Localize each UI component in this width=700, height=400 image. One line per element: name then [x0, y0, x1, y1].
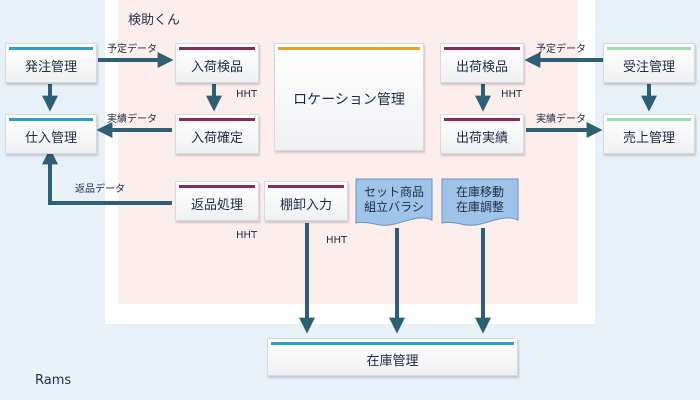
label-jisseki-data-left: 実績データ [107, 114, 157, 125]
node-nyuka-kakutei: 入荷確定 [175, 114, 259, 154]
document-shape-icon [441, 178, 519, 226]
label-hht-tanaoroshi: HHT [326, 235, 348, 246]
node-location-kanri: ロケーション管理 [274, 43, 424, 151]
node-uriage-kanri: 売上管理 [603, 114, 695, 154]
node-shiire-kanri: 仕入管理 [5, 114, 97, 154]
label-jisseki-data-right: 実績データ [536, 114, 586, 125]
node-henpin-shori: 返品処理 [175, 181, 259, 221]
label-yotei-data-left: 予定データ [107, 44, 157, 55]
label-yotei-data-right: 予定データ [536, 44, 586, 55]
kenjo-kun-label: 検助くん [128, 13, 181, 28]
node-shukka-kenpin: 出荷検品 [440, 43, 524, 83]
label-hht-shukka: HHT [501, 89, 523, 100]
node-shukka-jisseki: 出荷実績 [440, 114, 524, 154]
label-hht-henpin: HHT [236, 230, 258, 241]
rams-label: Rams [35, 373, 72, 388]
node-juchu-kanri: 受注管理 [603, 43, 695, 83]
arrow-henpin-to-shiire [42, 148, 172, 205]
document-shape-icon [355, 178, 433, 226]
label-henpin-data: 返品データ [75, 184, 125, 195]
doc-set-kumitate: セット商品組立バラシ [355, 178, 433, 228]
node-zaiko-kanri: 在庫管理 [267, 338, 518, 376]
node-nyuka-kenpin: 入荷検品 [175, 43, 259, 83]
node-hacchu-kanri: 発注管理 [5, 43, 97, 83]
label-hht-nyuka: HHT [236, 89, 258, 100]
doc-zaiko-ido-chosei: 在庫移動在庫調整 [441, 178, 519, 228]
node-tanaoroshi-nyuryoku: 棚卸入力 [264, 181, 348, 221]
